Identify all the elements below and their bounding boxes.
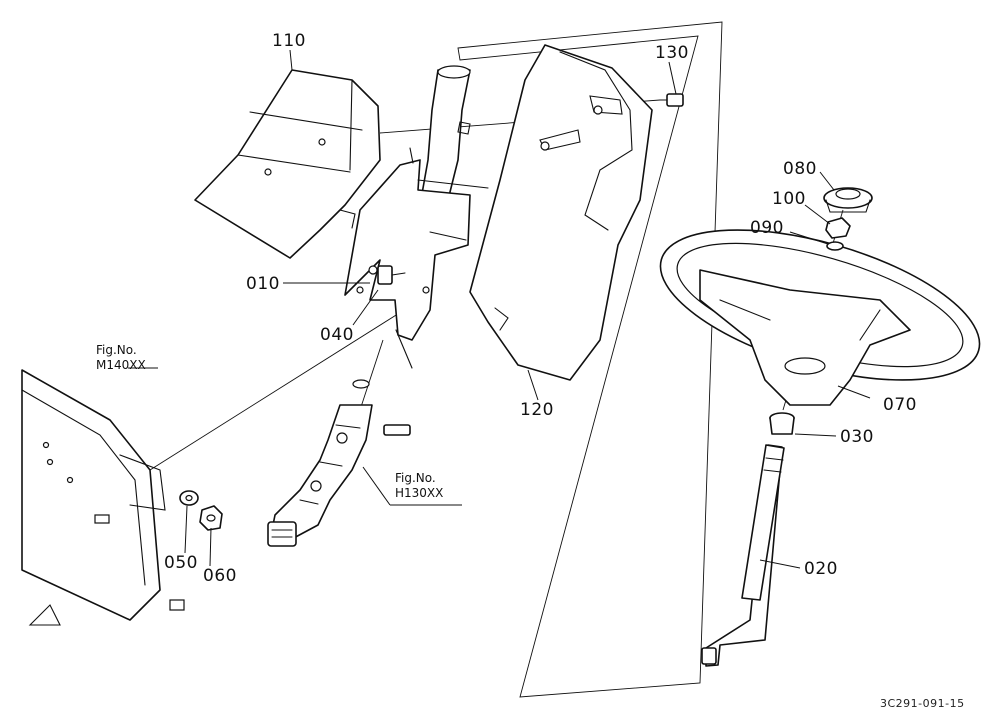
figure-ref-m140-line2: M140XX	[96, 358, 146, 372]
part-120-rear-cover	[469, 44, 653, 381]
part-label-030: 030	[840, 427, 874, 447]
part-label-100: 100	[772, 189, 806, 209]
frame-panel	[21, 369, 185, 626]
part-090-washer	[826, 241, 844, 251]
part-110-upper-cover	[194, 69, 381, 259]
part-080-center-cap	[823, 187, 873, 213]
part-100-nut	[825, 217, 851, 239]
part-label-110: 110	[272, 31, 306, 51]
part-label-130: 130	[655, 43, 689, 63]
figure-ref-h130: Fig.No. H130XX	[395, 471, 443, 501]
figure-ref-h130-line2: H130XX	[395, 486, 444, 500]
part-label-010: 010	[246, 274, 280, 294]
drawing-code: 3C291-091-15	[880, 697, 965, 710]
part-label-020: 020	[804, 559, 838, 579]
part-label-040: 040	[320, 325, 354, 345]
part-020-steering-shaft	[701, 444, 785, 667]
part-050-washer	[179, 490, 199, 506]
figure-ref-m140-line1: Fig.No.	[96, 343, 137, 357]
part-070-steering-wheel	[659, 229, 981, 406]
universal-joint	[267, 379, 411, 547]
part-label-120: 120	[520, 400, 554, 420]
part-030-bushing	[769, 412, 795, 435]
part-060-nut	[199, 505, 223, 531]
figure-ref-m140: Fig.No. M140XX	[96, 343, 146, 373]
part-label-050: 050	[164, 553, 198, 573]
part-label-090: 090	[750, 218, 784, 238]
part-label-070: 070	[883, 395, 917, 415]
part-010-column-bracket	[344, 65, 489, 369]
figure-ref-h130-line1: Fig.No.	[395, 471, 436, 485]
part-label-060: 060	[203, 566, 237, 586]
leader-lines	[128, 49, 871, 569]
part-label-080: 080	[783, 159, 817, 179]
assembly-border	[457, 21, 723, 698]
part-130-screw	[659, 93, 684, 107]
part-040-bolt	[377, 265, 406, 285]
